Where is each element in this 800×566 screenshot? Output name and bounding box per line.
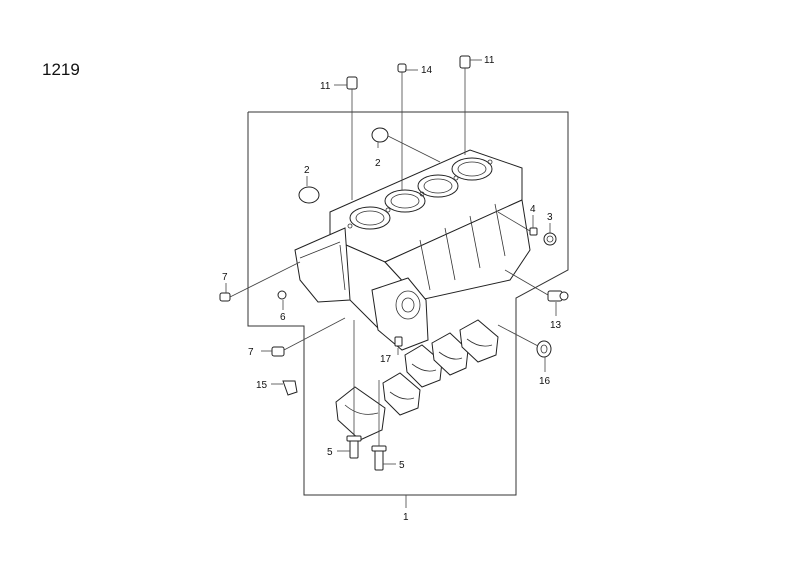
bolt-14 [397, 63, 407, 73]
callout-7-bottom: 7 [248, 347, 254, 358]
callout-labels: 11 14 11 2 2 4 3 7 6 13 7 17 16 15 5 5 1 [222, 55, 562, 523]
plug-6 [277, 290, 287, 300]
callout-5-left: 5 [327, 447, 333, 458]
seal-16 [536, 340, 552, 358]
plug-11-right [459, 55, 471, 69]
figure-number: 1219 [42, 60, 80, 79]
plug-7-b [271, 346, 285, 357]
callout-6: 6 [280, 312, 286, 323]
plug-3 [543, 232, 557, 246]
plug-7-a [219, 292, 231, 302]
plug-11-left [346, 76, 358, 90]
callout-14: 14 [421, 65, 433, 76]
plug-4 [529, 227, 538, 236]
callout-2-left: 2 [304, 165, 310, 176]
assembly-frame [247, 111, 569, 496]
callout-3: 3 [547, 212, 553, 223]
callout-11-left: 11 [320, 81, 331, 92]
callout-7-top: 7 [222, 272, 228, 283]
cylinder-block [294, 149, 531, 351]
pin-17 [394, 336, 403, 347]
sensor-13 [547, 290, 569, 302]
bracket-15 [282, 380, 298, 396]
callout-13: 13 [550, 320, 562, 331]
callout-15: 15 [256, 380, 268, 391]
leader-lines [225, 59, 557, 508]
callout-5-right: 5 [399, 460, 405, 471]
callout-11-right: 11 [484, 55, 495, 66]
callout-16: 16 [539, 376, 551, 387]
callout-17: 17 [380, 354, 392, 365]
bearing-caps [335, 319, 499, 441]
welsh-plug-2-b [371, 127, 389, 143]
callout-2-right: 2 [375, 158, 381, 169]
callout-1: 1 [403, 512, 409, 523]
bolt-5-b [371, 445, 387, 471]
welsh-plug-2-a [298, 186, 320, 204]
callout-4: 4 [530, 204, 536, 215]
bolt-5-a [346, 435, 362, 459]
